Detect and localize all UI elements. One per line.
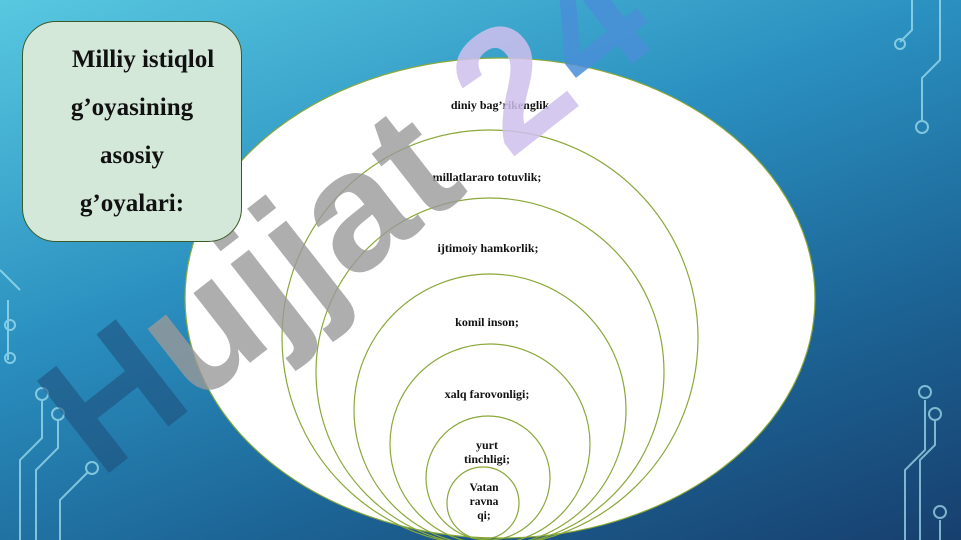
- label-ijtimoiy: ijtimoiy hamkorlik;: [437, 241, 539, 255]
- ring-vatan: [446, 466, 520, 540]
- ring-ijtimoiy: [315, 197, 665, 540]
- title-line-2: g’oyasining: [70, 93, 194, 121]
- ring-komil: [353, 273, 627, 540]
- ring-xalq: [389, 343, 591, 540]
- label-millatlararo: millatlararo totuvlik;: [432, 170, 542, 184]
- label-diniy: diniy bag’rikenglik: [450, 98, 550, 112]
- title-line-4: g’oyalari:: [79, 189, 185, 217]
- label-vatan: Vatan ravna qi;: [469, 482, 499, 522]
- ring-millatlararo: [281, 129, 699, 540]
- label-yurt: yurt tinchligi;: [463, 438, 511, 466]
- label-xalq: xalq farovonligi;: [444, 387, 530, 401]
- title-line-1: Milliy istiqlol: [71, 45, 215, 73]
- title-box: Milliy istiqlol g’oyasining asosiy g’oya…: [22, 21, 242, 242]
- ring-yurt: [425, 415, 551, 540]
- label-komil: komil inson;: [455, 315, 519, 329]
- title-line-3: asosiy: [100, 141, 164, 169]
